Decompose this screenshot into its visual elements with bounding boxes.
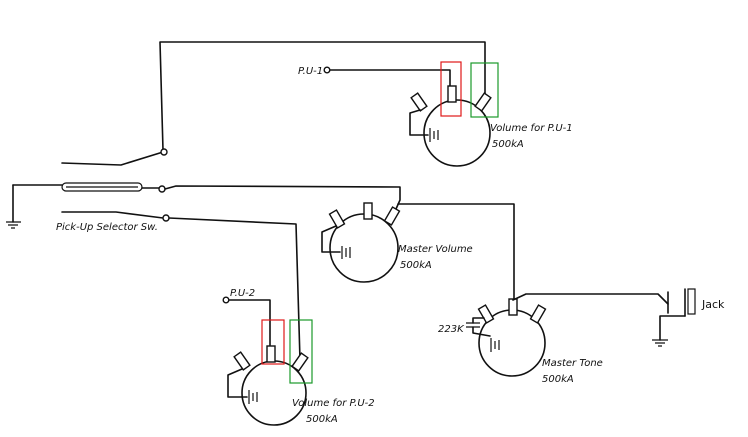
- highlight-green-pu1: [470, 62, 499, 118]
- selector-label: Pick-Up Selector Sw.: [56, 222, 158, 233]
- wire-pu2: [227, 299, 271, 346]
- pu1-label: P.U-1: [298, 66, 323, 77]
- wire-common-out: [164, 185, 401, 219]
- vol2-value: 500kA: [306, 414, 338, 425]
- selector-terminal-2: [162, 214, 170, 222]
- highlight-green-pu2: [289, 319, 313, 384]
- master-tone-pot: [477, 298, 547, 377]
- vol1-name: Volume for P.U-1: [490, 123, 573, 134]
- selector-terminal-common: [158, 185, 166, 193]
- capacitor-label: 223K: [438, 324, 465, 335]
- vol2-name: Volume for P.U-2: [292, 398, 375, 409]
- master-tone-name: Master Tone: [542, 358, 603, 369]
- pickup-selector-switch: [6, 151, 164, 229]
- volume-pot-pu2: [227, 345, 309, 426]
- master-volume-pot: [321, 202, 401, 283]
- wire-pu1: [329, 69, 451, 93]
- tone-capacitor: [466, 317, 491, 337]
- pu2-label: P.U-2: [230, 288, 255, 299]
- jack-label: Jack: [701, 298, 725, 311]
- volume-pot-pu1: [409, 85, 492, 167]
- output-jack: [652, 288, 696, 347]
- selector-terminal-1: [160, 148, 168, 156]
- master-tone-value: 500kA: [542, 374, 574, 385]
- highlight-red-pu1: [440, 61, 462, 117]
- wire-to-jack: [512, 293, 669, 305]
- master-volume-value: 500kA: [400, 260, 432, 271]
- pu2-terminal: [222, 296, 230, 304]
- pu1-terminal: [323, 66, 331, 74]
- highlight-red-pu2: [261, 319, 285, 365]
- vol1-value: 500kA: [492, 139, 524, 150]
- wire-selector2-pu2: [168, 217, 301, 361]
- wire-top-loop: [159, 41, 486, 151]
- wire-to-tone: [397, 203, 515, 301]
- master-volume-name: Master Volume: [398, 244, 473, 255]
